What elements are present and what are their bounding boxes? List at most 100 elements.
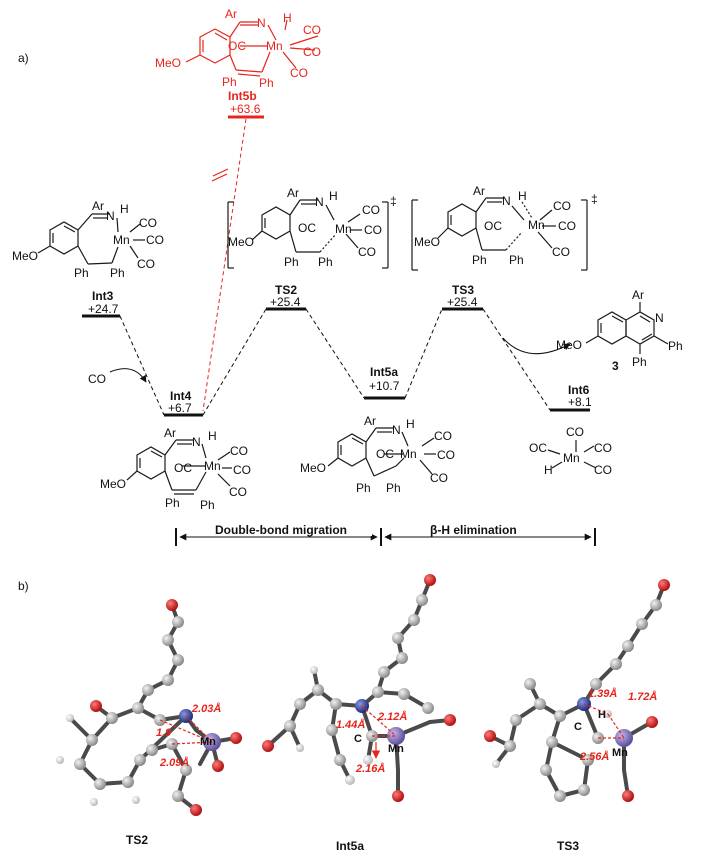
int3-meo-label: MeO <box>12 249 38 263</box>
co-addition-arrow <box>109 368 147 383</box>
int5b-name: Int5b <box>228 89 257 103</box>
ts2-bond-3: 2.09Å <box>159 756 189 769</box>
int6-structure: CO CO CO OC Mn H <box>529 425 612 477</box>
int5b-energy: +63.6 <box>230 102 261 116</box>
ts2-oc-label: OC <box>298 221 316 235</box>
ts2-3d-model: 2.03Å 1.9 2.09Å Mn <box>56 599 242 816</box>
int5b-h-label: H <box>283 11 292 25</box>
int5a-mn-label: Mn <box>400 447 417 461</box>
ts2-ph2-label: Ph <box>318 255 333 269</box>
ts2-structure: Ar N H OC Mn CO CO CO MeO Ph Ph ‡ <box>227 186 397 269</box>
product-3-structure: Ar N Ph Ph MeO <box>556 288 683 369</box>
int5a-3d-c-label: C <box>354 733 362 745</box>
ts2-bond-2: 1.9 <box>156 727 172 739</box>
int3-energy: +24.7 <box>88 302 119 316</box>
product-number: 3 <box>612 359 619 373</box>
axis-break-mark-2 <box>211 173 228 182</box>
product-ar-label: Ar <box>632 288 644 302</box>
int5b-co2-label: CO <box>303 45 321 59</box>
ts3-co1-label: CO <box>553 199 571 213</box>
ts3-bond-2: 1.72Å <box>628 690 657 703</box>
int6-energy: +8.1 <box>568 395 592 409</box>
int4-structure: Ar N H OC Mn CO CO CO MeO Ph Ph <box>100 426 251 512</box>
int5a-structure: Ar N H OC Mn CO CO CO MeO Ph Ph <box>300 414 455 495</box>
ts2-3d-title: TS2 <box>126 833 148 847</box>
ts3-ph1-label: Ph <box>472 253 487 267</box>
int5a-oc-label: OC <box>376 447 394 461</box>
int5a-n-label: N <box>392 423 401 437</box>
ts3-n-label: N <box>502 194 511 208</box>
ts3-ts-mark: ‡ <box>591 192 598 206</box>
ts3-mn-label: Mn <box>528 218 545 232</box>
int5a-h-label: H <box>406 417 415 431</box>
int6-h-label: H <box>544 463 553 477</box>
product-n-label: N <box>655 311 664 325</box>
ts2-energy: +25.4 <box>270 295 301 309</box>
ts2-ts-mark: ‡ <box>390 194 397 208</box>
int5a-co1-label: CO <box>434 429 452 443</box>
int3-co3-label: CO <box>137 257 155 271</box>
ts3-3d-c-label: C <box>574 721 582 733</box>
int3-structure: Ar N H Mn CO CO CO MeO Ph Ph <box>12 199 164 280</box>
int5a-bond-3: 2.16Å <box>355 762 385 775</box>
int3-co2-label: CO <box>146 233 164 247</box>
int5a-bond-2: 2.12Å <box>377 710 407 723</box>
ts3-bond-3: 2.56Å <box>579 750 609 763</box>
int3-ph1-label: Ph <box>74 266 89 280</box>
ts3-structure: Ar N H OC Mn CO CO CO MeO Ph Ph ‡ <box>411 184 598 271</box>
int4-mn-label: Mn <box>204 459 221 473</box>
ts3-co2-label: CO <box>558 219 576 233</box>
beta-h-elimination-label: β-H elimination <box>430 523 517 537</box>
stage-brackets <box>175 524 596 546</box>
int3-ph2-label: Ph <box>110 266 125 280</box>
int4-ph2-label: Ph <box>200 498 215 512</box>
int4-oc-label: OC <box>174 461 192 475</box>
ts2-bond-1: 2.03Å <box>191 702 221 715</box>
int3-mn-label: Mn <box>113 233 130 247</box>
product-release-arrow <box>502 337 571 355</box>
ts3-h-label: H <box>518 189 527 203</box>
ts2-co1-label: CO <box>362 203 380 217</box>
int4-h-label: H <box>208 429 217 443</box>
int6-co3-label: CO <box>594 463 612 477</box>
ts2-mn-label: Mn <box>335 222 352 236</box>
int3-ar-label: Ar <box>92 199 104 213</box>
panel-a-label: a) <box>18 51 29 65</box>
co-reagent-label: CO <box>88 372 106 386</box>
ts2-3d-mn-label: Mn <box>200 736 216 748</box>
int3-name: Int3 <box>92 289 114 303</box>
int5a-ar-label: Ar <box>364 414 376 428</box>
ts3-energy: +25.4 <box>447 295 478 309</box>
product-ph2-label: Ph <box>632 355 647 369</box>
int3-n-label: N <box>106 209 115 223</box>
int5b-ph2-label: Ph <box>259 76 274 90</box>
ts3-ar-label: Ar <box>473 184 485 198</box>
int5a-3d-mn-label: Mn <box>388 743 404 755</box>
int5a-bond-1: 1.44Å <box>336 718 365 731</box>
ts2-n-label: N <box>315 195 324 209</box>
int6-co1-label: CO <box>566 425 584 439</box>
int4-n-label: N <box>192 435 201 449</box>
ts3-bond-1: 1.39Å <box>588 687 617 700</box>
int5b-co3-label: CO <box>290 66 308 80</box>
int4-co3-label: CO <box>229 485 247 499</box>
int6-name: Int6 <box>568 383 590 397</box>
product-meo-label: MeO <box>556 338 582 352</box>
profile-connectors <box>119 308 551 416</box>
int5b-mn-label: Mn <box>266 39 283 53</box>
ts2-h-label: H <box>329 189 338 203</box>
int5b-n-label: N <box>257 16 266 30</box>
energy-levels: Int3 +24.7 Int4 +6.7 TS2 +25.4 Int5a +10… <box>82 283 592 417</box>
int3-co1-label: CO <box>139 216 157 230</box>
ts3-meo-label: MeO <box>414 235 440 249</box>
ts2-name: TS2 <box>275 283 297 297</box>
int6-oc-label: OC <box>529 441 547 455</box>
ts2-ph1-label: Ph <box>284 255 299 269</box>
ts3-3d-model: 1.39Å 1.72Å 2.56Å H C Mn <box>484 579 670 802</box>
ts3-co3-label: CO <box>552 245 570 259</box>
int5b-meo-label: MeO <box>155 56 181 70</box>
int4-ph1-label: Ph <box>165 496 180 510</box>
ts3-ph2-label: Ph <box>509 253 524 267</box>
ts2-co3-label: CO <box>358 245 376 259</box>
